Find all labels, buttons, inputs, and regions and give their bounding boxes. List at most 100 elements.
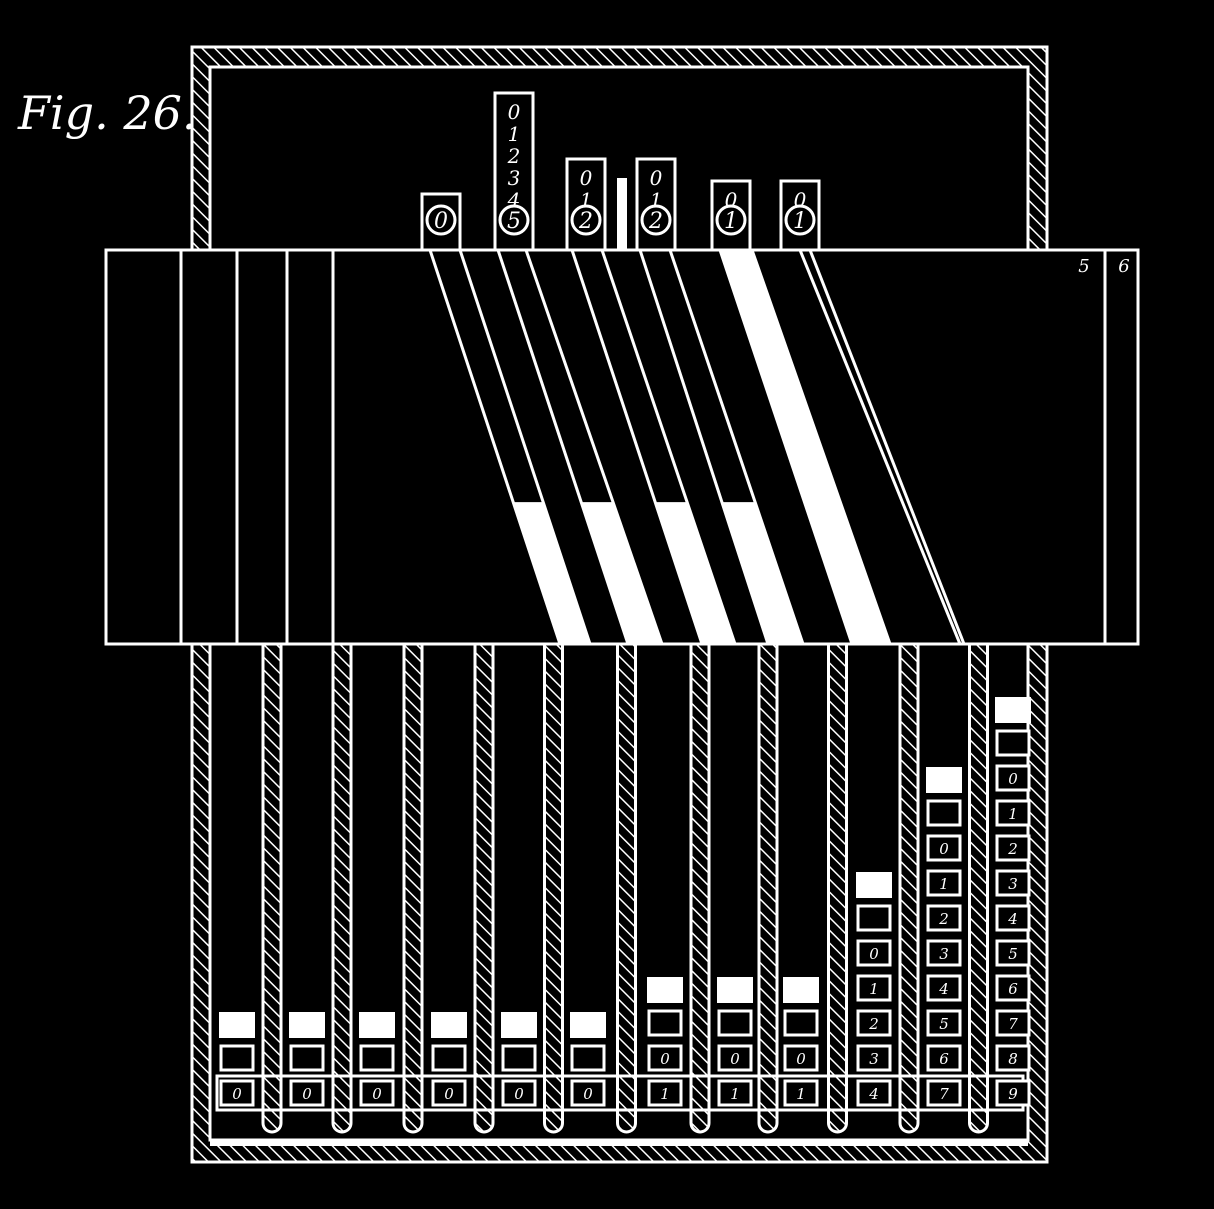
rod-circle — [715, 204, 747, 236]
digit-box — [995, 1044, 1031, 1072]
slider-cap — [717, 977, 753, 1003]
slider-cap — [431, 1012, 467, 1038]
top-rod: 01 — [779, 179, 821, 252]
slider-column: 10 — [717, 977, 753, 1107]
digit-box — [995, 869, 1031, 897]
digit-label: 0 — [730, 1050, 740, 1068]
digit-box — [995, 904, 1031, 932]
slider-column: 0 — [570, 1012, 606, 1107]
digit-box — [995, 1009, 1031, 1037]
slider-cap — [995, 697, 1031, 723]
digit-label: 4 — [938, 980, 949, 998]
slider-column: 0 — [431, 1012, 467, 1107]
digit-box — [856, 939, 892, 967]
diagonal-slot — [718, 249, 892, 645]
digit-box — [926, 1009, 962, 1037]
digit-label: 0 — [444, 1085, 454, 1103]
slider-cap — [926, 767, 962, 793]
digit-label: 4 — [868, 1085, 879, 1103]
diagonal-slot — [496, 249, 664, 645]
digit-box — [926, 974, 962, 1002]
rod-circle — [425, 204, 457, 236]
channel-partition — [827, 642, 848, 1134]
digit-label: 0 — [1008, 770, 1018, 788]
plate-label-6: 6 — [1118, 256, 1129, 277]
digit-label: 1 — [939, 875, 949, 893]
digit-label: 0 — [232, 1085, 242, 1103]
plate-label-5: 5 — [1078, 256, 1089, 277]
top-rod: 0 — [420, 192, 462, 252]
rod-circled-digit: 2 — [578, 209, 593, 234]
digit-box — [289, 1079, 325, 1107]
channel-partition — [968, 642, 989, 1134]
channel-partition — [543, 642, 564, 1134]
rod-digit: 2 — [507, 144, 521, 168]
blank-box — [431, 1044, 467, 1072]
floor-band — [210, 1140, 1028, 1146]
digit-label: 6 — [939, 1050, 949, 1068]
digit-label: 1 — [660, 1085, 670, 1103]
channel-partition — [898, 642, 920, 1134]
blank-box — [926, 799, 962, 827]
rod-digit: 0 — [508, 100, 521, 124]
digit-box — [359, 1079, 395, 1107]
digit-label: 1 — [796, 1085, 806, 1103]
diagonal-slot — [428, 249, 592, 645]
blank-box — [501, 1044, 537, 1072]
digit-box — [995, 939, 1031, 967]
digit-box — [926, 1079, 962, 1107]
slider-cap — [359, 1012, 395, 1038]
digit-label: 2 — [1007, 840, 1018, 858]
slider-cap — [570, 1012, 606, 1038]
digit-box — [856, 974, 892, 1002]
digit-label: 0 — [514, 1085, 524, 1103]
digit-box — [995, 799, 1031, 827]
slider-cap — [219, 1012, 255, 1038]
channel-partition — [331, 642, 353, 1134]
rod-circled-digit: 1 — [793, 209, 807, 234]
channel-partition — [689, 642, 711, 1134]
digit-label: 8 — [1008, 1050, 1018, 1068]
channel-partition — [473, 642, 495, 1134]
stepped-plate: 5 6 — [104, 248, 1140, 646]
slider-cap — [856, 872, 892, 898]
stop-pin — [617, 178, 627, 250]
blank-box — [995, 729, 1031, 757]
digit-box — [926, 904, 962, 932]
digit-box — [219, 1079, 255, 1107]
channel-partition — [402, 642, 424, 1134]
digit-label: 1 — [1008, 805, 1018, 823]
digit-label: 4 — [1007, 910, 1018, 928]
slider-cap — [647, 977, 683, 1003]
digit-label: 0 — [796, 1050, 806, 1068]
digit-label: 5 — [939, 1015, 949, 1033]
digit-label: 2 — [938, 910, 949, 928]
slot-fill — [720, 250, 890, 644]
slot-fill — [513, 502, 590, 644]
digit-label: 0 — [302, 1085, 312, 1103]
rod-digit: 3 — [508, 166, 521, 190]
digit-box — [570, 1079, 606, 1107]
digit-label: 3 — [1008, 875, 1018, 893]
blank-box — [783, 1009, 819, 1037]
blank-box — [856, 904, 892, 932]
digit-box — [995, 1079, 1031, 1107]
diagonal-slot — [638, 249, 805, 645]
slider-column: 0 — [219, 1012, 255, 1107]
slot-fill — [655, 502, 735, 644]
slot-fill — [581, 502, 662, 644]
digit-box — [647, 1044, 683, 1072]
digit-label: 0 — [869, 945, 879, 963]
top-rod: 012 — [565, 157, 607, 252]
rod-circled-digit: 5 — [507, 209, 521, 234]
digit-label: 7 — [1008, 1015, 1018, 1033]
digit-box — [995, 764, 1031, 792]
slider-column: 0 — [359, 1012, 395, 1107]
diagonal-slot — [798, 249, 966, 645]
blank-box — [359, 1044, 395, 1072]
slot-fill — [721, 502, 803, 644]
rod-circle — [784, 204, 816, 236]
